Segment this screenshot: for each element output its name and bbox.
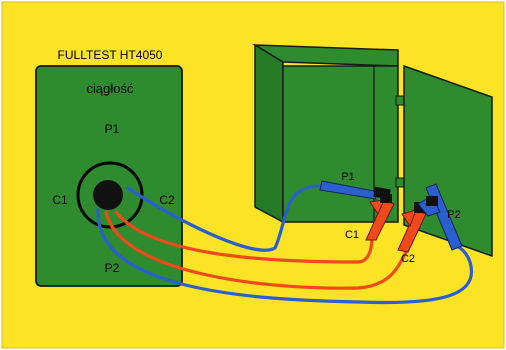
instrument-title: FULLTEST HT4050 <box>58 48 163 62</box>
probe-c1: C1 <box>345 194 395 241</box>
probe-c1-connector <box>380 194 392 203</box>
enclosure-side <box>254 43 284 224</box>
terminal-label-p2: P2 <box>105 261 120 275</box>
probe-c2-jaw <box>401 209 417 228</box>
probe-label-p2: P2 <box>447 209 460 221</box>
terminal-label-p1: P1 <box>105 122 120 136</box>
input-socket <box>93 180 123 210</box>
terminal-label-c2: C2 <box>159 193 175 207</box>
probe-p1-body <box>319 180 377 200</box>
probe-p2-connector <box>426 196 438 206</box>
lead-c2-red <box>104 210 408 290</box>
lead-p1-blue <box>126 184 324 252</box>
probe-label-c2: C2 <box>401 253 415 265</box>
lead-p2-blue <box>96 208 474 305</box>
test-instrument: FULLTEST HT4050 ciągłość P1 C1 C2 P2 <box>35 48 183 287</box>
probe-label-c1: C1 <box>345 229 359 241</box>
instrument-mode-label: ciągłość <box>87 81 134 96</box>
test-leads <box>96 184 474 305</box>
lead-c1-red <box>114 210 374 264</box>
probe-label-p1: P1 <box>341 171 354 183</box>
enclosure <box>252 43 493 258</box>
probe-p2: P2 <box>417 183 463 251</box>
probe-c1-jaw <box>369 199 385 216</box>
terminal-label-c1: C1 <box>52 193 68 207</box>
